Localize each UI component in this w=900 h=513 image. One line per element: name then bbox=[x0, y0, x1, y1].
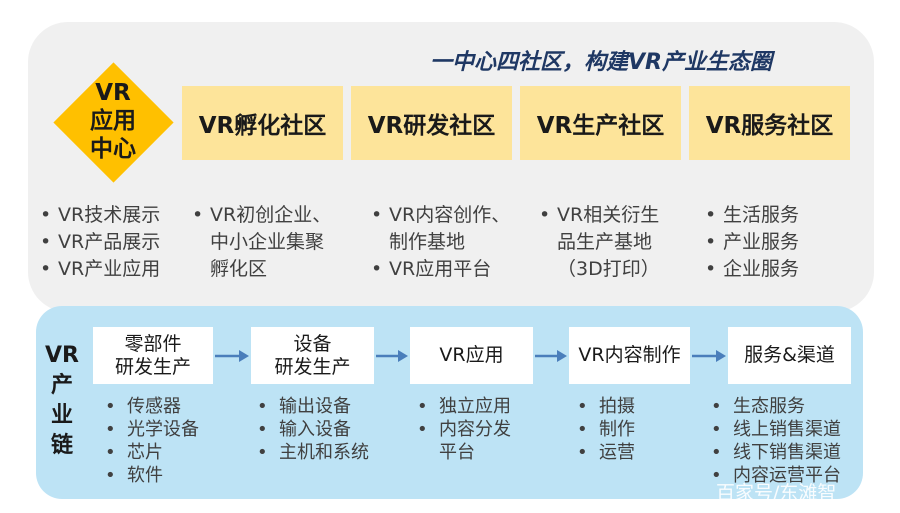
stage-title-line: VR应用 bbox=[439, 344, 504, 366]
bullet-item-continued: 制作基地 bbox=[389, 231, 466, 253]
list-item: •独立应用 bbox=[417, 396, 511, 417]
list-item: •光学设备 bbox=[105, 419, 199, 440]
stage-title-line: VR内容制作 bbox=[578, 344, 681, 366]
incubation-bullets: •VR初创企业、 中小企业集聚 孵化区 bbox=[192, 202, 331, 283]
list-item: •运营 bbox=[577, 442, 635, 463]
stage-title-line: 研发生产 bbox=[114, 355, 191, 378]
list-item: •传感器 bbox=[105, 396, 181, 417]
industry-chain-label: VR 产 业 链 bbox=[44, 341, 80, 461]
bullet-item-continued: 中小企业集聚 bbox=[210, 231, 325, 253]
list-item: •线下销售渠道 bbox=[711, 442, 841, 463]
list-item: •输出设备 bbox=[257, 396, 351, 417]
bullet-item-continued: （3D打印） bbox=[557, 258, 660, 280]
stage-title-line: 设备 bbox=[293, 332, 332, 355]
slogan-title: 一中心四社区，构建VR产业生态圈 bbox=[430, 50, 772, 75]
ecosystem-panel bbox=[28, 22, 874, 312]
devices-items: •输出设备 •输入设备 •主机和系统 bbox=[257, 395, 369, 464]
bullet-item-continued: 孵化区 bbox=[210, 258, 268, 280]
center-label: VR 应用 中心 bbox=[53, 79, 173, 163]
list-item-continued: 平台 bbox=[439, 442, 475, 463]
stage-devices: 设备 研发生产 bbox=[251, 327, 374, 384]
list-item: •线上销售渠道 bbox=[711, 419, 841, 440]
list-item: •制作 bbox=[577, 419, 635, 440]
rnd-bullets: •VR内容创作、 制作基地 •VR应用平台 bbox=[371, 202, 510, 283]
list-item: •内容运营平台 bbox=[711, 465, 841, 486]
list-item: •软件 bbox=[105, 465, 163, 486]
components-items: •传感器 •光学设备 •芯片 •软件 bbox=[105, 395, 199, 487]
list-item: •生态服务 bbox=[711, 396, 805, 417]
arrow-right-icon bbox=[215, 350, 249, 362]
list-item: •芯片 bbox=[105, 442, 163, 463]
bullet-item: •产业服务 bbox=[705, 231, 800, 253]
arrow-right-icon bbox=[535, 350, 567, 362]
bullet-item: •VR内容创作、 bbox=[371, 204, 511, 226]
services-channels-items: •生态服务 •线上销售渠道 •线下销售渠道 •内容运营平台 bbox=[711, 395, 841, 487]
watermark: 百家号/东滩智 bbox=[716, 482, 837, 504]
community-rnd: VR研发社区 bbox=[351, 86, 512, 160]
bullet-item: •企业服务 bbox=[705, 258, 800, 280]
chain-label-char: 业 bbox=[50, 403, 73, 428]
chain-label-char: 链 bbox=[50, 433, 73, 458]
community-incubation: VR孵化社区 bbox=[182, 86, 343, 160]
list-item: •主机和系统 bbox=[257, 442, 369, 463]
bullet-item: •VR技术展示 bbox=[40, 204, 161, 226]
community-services: VR服务社区 bbox=[689, 86, 850, 160]
chain-label-char: 产 bbox=[50, 373, 73, 398]
center-label-line: 应用 bbox=[90, 108, 136, 134]
services-bullets: •生活服务 •产业服务 •企业服务 bbox=[705, 202, 799, 283]
vr-apps-items: •独立应用 •内容分发 平台 bbox=[417, 395, 511, 464]
arrow-right-icon bbox=[692, 350, 726, 362]
stage-title-line: 服务&渠道 bbox=[744, 344, 835, 366]
content-production-items: •拍摄 •制作 •运营 bbox=[577, 395, 635, 464]
bullet-item: •生活服务 bbox=[705, 204, 800, 226]
bullet-item: •VR相关衍生 bbox=[539, 204, 660, 226]
chain-label-char: VR bbox=[45, 343, 79, 368]
community-production: VR生产社区 bbox=[520, 86, 681, 160]
list-item: •拍摄 bbox=[577, 396, 635, 417]
bullet-item-continued: 品生产基地 bbox=[557, 231, 653, 253]
list-item: •输入设备 bbox=[257, 419, 351, 440]
bullet-item: •VR初创企业、 bbox=[192, 204, 332, 226]
stage-components: 零部件 研发生产 bbox=[93, 327, 213, 384]
stage-title-line: 零部件 bbox=[124, 332, 182, 355]
stage-services-channels: 服务&渠道 bbox=[728, 327, 851, 384]
center-bullets: •VR技术展示 •VR产品展示 •VR产业应用 bbox=[40, 202, 160, 283]
stage-content-production: VR内容制作 bbox=[569, 327, 690, 384]
center-label-line: VR bbox=[95, 80, 131, 106]
list-item: •内容分发 bbox=[417, 419, 511, 440]
center-label-line: 中心 bbox=[90, 136, 136, 162]
production-bullets: •VR相关衍生 品生产基地 （3D打印） bbox=[539, 202, 660, 283]
bullet-item: •VR产品展示 bbox=[40, 231, 161, 253]
bullet-item: •VR应用平台 bbox=[371, 258, 492, 280]
arrow-right-icon bbox=[376, 350, 408, 362]
vr-application-center: VR 应用 中心 bbox=[53, 62, 174, 183]
stage-vr-apps: VR应用 bbox=[410, 327, 533, 384]
bullet-item: •VR产业应用 bbox=[40, 258, 161, 280]
stage-title-line: 研发生产 bbox=[274, 355, 351, 378]
